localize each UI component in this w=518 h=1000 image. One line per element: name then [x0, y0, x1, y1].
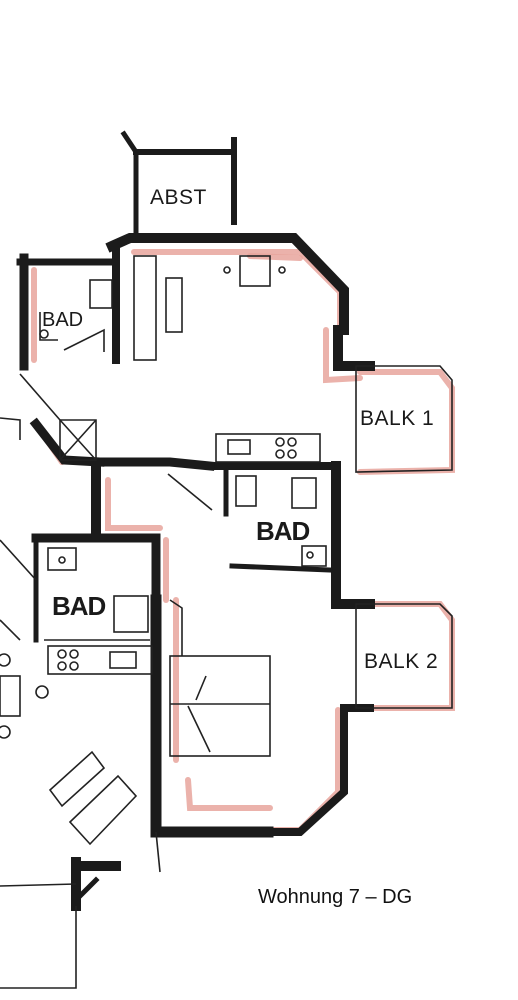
room-label-bad-left: BAD [52, 591, 106, 621]
room-label-abst: ABST [150, 186, 207, 209]
room-label-bad-top: BAD [42, 309, 83, 331]
thin-lines [0, 255, 453, 989]
plan-caption: Wohnung 7 – DG [258, 886, 412, 908]
room-label-bad-mid: BAD [256, 516, 310, 546]
room-label-balk1: BALK 1 [360, 407, 434, 430]
room-label-balk2: BALK 2 [364, 650, 438, 673]
